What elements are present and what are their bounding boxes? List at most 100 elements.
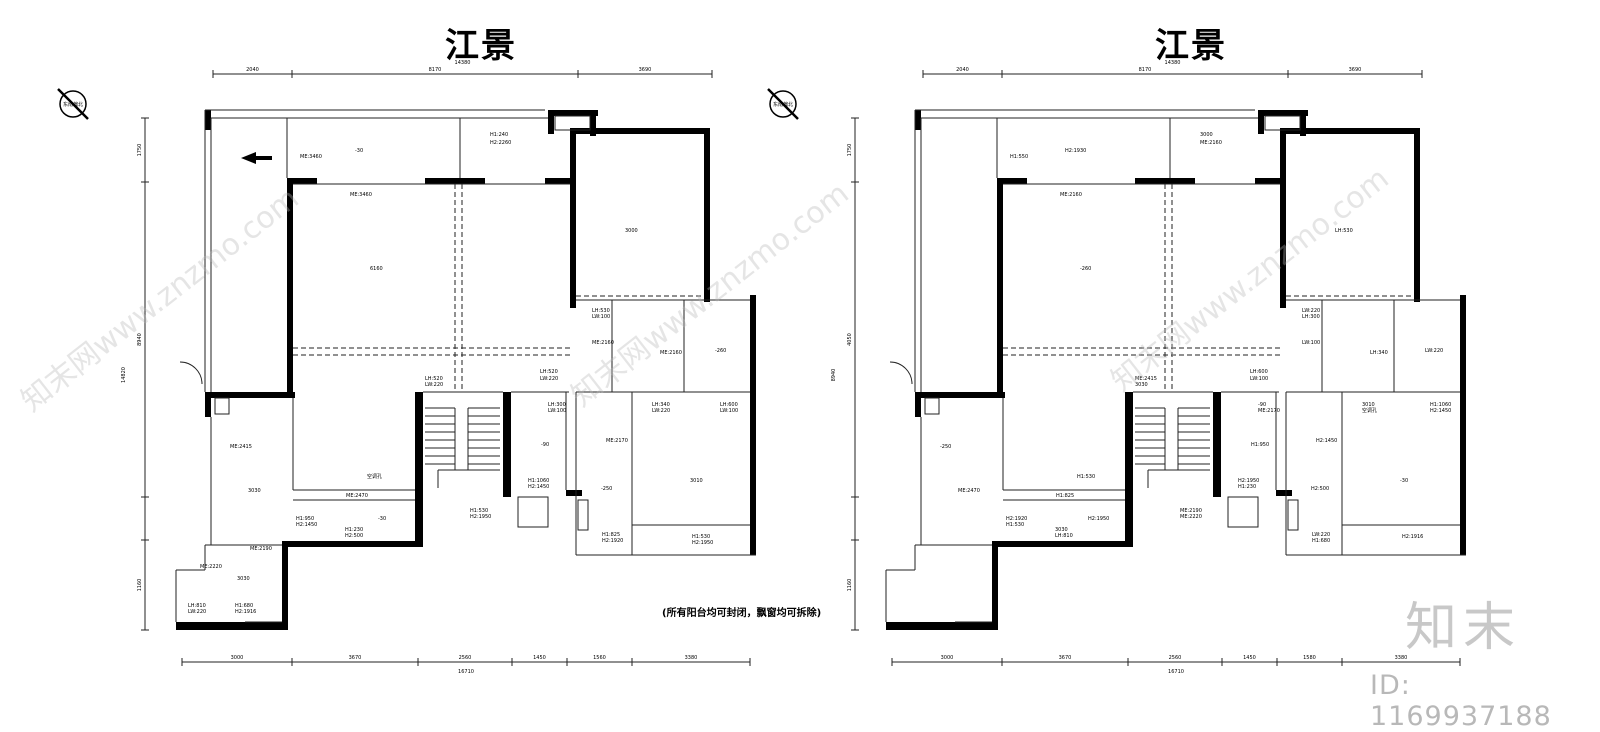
dimension-label: 4050 [847, 333, 853, 346]
thick-wall [282, 541, 423, 547]
room-label: LW:100 [548, 408, 566, 414]
thick-wall [886, 622, 998, 630]
room-label: H2:1916 [1402, 534, 1423, 540]
dimension-label: 3690 [639, 67, 652, 73]
dimension-label: 3670 [1059, 655, 1072, 661]
room-label: H2:1950 [1238, 478, 1259, 484]
room-label: ME:2160 [660, 350, 682, 356]
room-label: LH:810 [1055, 533, 1073, 539]
room-label: LW:220 [540, 376, 558, 382]
room-label: 3030 [1055, 527, 1068, 533]
room-label: ME:2415 [1135, 376, 1157, 382]
room-label: H2:500 [1311, 486, 1329, 492]
room-label: H2:1920 [602, 538, 623, 544]
room-label: -30 [1400, 478, 1408, 484]
room-label: ME:3460 [350, 192, 372, 198]
thick-wall [287, 178, 317, 184]
room-label: LW:220 [425, 382, 443, 388]
thick-wall [750, 295, 756, 555]
dimension-label: 1580 [1303, 655, 1316, 661]
thick-wall [1280, 128, 1286, 308]
room-label: H2:500 [345, 533, 363, 539]
window-frame [517, 496, 549, 528]
thick-wall [915, 110, 921, 130]
room-label: H2:1916 [235, 609, 256, 615]
room-label: ME:2160 [1060, 192, 1082, 198]
room-label: LW:100 [1250, 376, 1268, 382]
room-label: H2:1450 [528, 484, 549, 490]
compass-label: 东南偏北 [773, 101, 793, 108]
room-label: H1:825 [602, 532, 620, 538]
room-label: LH:300 [548, 402, 566, 408]
thick-wall [1125, 392, 1133, 547]
compass-label: 东南偏北 [63, 101, 83, 108]
room-label: H2:1450 [1316, 438, 1337, 444]
room-label: H2:1930 [1065, 148, 1086, 154]
window-frame [554, 115, 591, 131]
thick-wall [570, 128, 576, 308]
room-label: LW:100 [1302, 340, 1320, 346]
room-label: LH:600 [720, 402, 738, 408]
room-label: H1:230 [345, 527, 363, 533]
room-label: LH:810 [188, 603, 206, 609]
room-label: H2:1950 [470, 514, 491, 520]
room-label: LH:340 [652, 402, 670, 408]
room-label: LW:220 [1312, 532, 1330, 538]
thick-wall [590, 110, 596, 136]
room-label: -90 [1258, 402, 1266, 408]
thick-wall [1414, 128, 1420, 302]
room-label: ME:2470 [346, 493, 368, 499]
room-label: H2:2260 [490, 140, 511, 146]
thick-wall [425, 178, 485, 184]
room-label: 3010 [690, 478, 703, 484]
thick-wall [545, 178, 575, 184]
thick-wall [1460, 295, 1466, 555]
room-label: H1:680 [1312, 538, 1330, 544]
room-label: LH:340 [1370, 350, 1388, 356]
thick-wall [1255, 178, 1285, 184]
room-label: 空调孔 [367, 473, 382, 480]
room-label: LW:220 [652, 408, 670, 414]
room-label: 3010 [1362, 402, 1375, 408]
room-label: H2:1950 [1088, 516, 1109, 522]
room-label: LW:100 [592, 314, 610, 320]
door-swing [179, 361, 203, 385]
thick-wall [704, 128, 710, 302]
room-label: -90 [541, 442, 549, 448]
window-frame [577, 499, 589, 531]
room-label: ME:2170 [1258, 408, 1280, 414]
room-label: ME:2190 [1180, 508, 1202, 514]
room-label: 3030 [248, 488, 261, 494]
room-label: H2:1450 [1430, 408, 1451, 414]
thick-wall [1258, 110, 1308, 116]
thick-wall [415, 392, 423, 547]
dimension-label: 1560 [593, 655, 606, 661]
dimension-label: 1750 [137, 144, 143, 157]
room-label: H1:240 [490, 132, 508, 138]
thick-wall [205, 392, 211, 417]
room-label: H1:530 [470, 508, 488, 514]
thick-wall [915, 392, 921, 417]
plan-title-right: 江景 [1155, 26, 1227, 66]
room-label: H1:950 [1251, 442, 1269, 448]
room-label: -30 [355, 148, 363, 154]
thick-wall [1300, 110, 1306, 136]
dimension-label: 1450 [533, 655, 546, 661]
room-label: H1:230 [1238, 484, 1256, 490]
thick-wall [176, 622, 288, 630]
thick-wall [548, 110, 598, 116]
compass-ring [769, 90, 797, 118]
watermark-id: ID: 1169937188 [1370, 670, 1552, 732]
room-label: H1:530 [1006, 522, 1024, 528]
room-label: 3000 [625, 228, 638, 234]
room-label: H1:1060 [528, 478, 549, 484]
dimension-label: 1750 [847, 144, 853, 157]
dimension-total-label: 14380 [1165, 60, 1181, 66]
dimension-total-label: 14380 [455, 60, 471, 66]
window-frame [1227, 496, 1259, 528]
room-label: H1:530 [1077, 474, 1095, 480]
thick-wall [287, 178, 293, 393]
